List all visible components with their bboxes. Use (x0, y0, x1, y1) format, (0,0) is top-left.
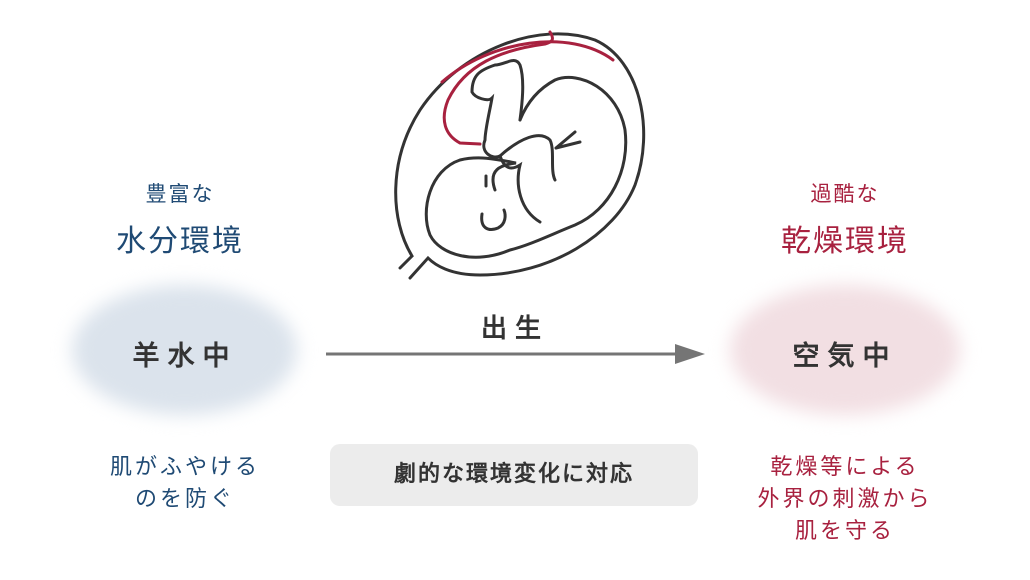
right-desc-line: 肌を守る (794, 519, 895, 544)
arrow-icon (326, 344, 705, 364)
left-subtitle: 豊富な (145, 182, 215, 206)
fetus-in-womb-illustration (394, 30, 646, 280)
right-desc-line: 乾燥等による (770, 455, 920, 480)
arrow-label: 出生 (480, 314, 549, 344)
amniotic-blob (72, 285, 297, 415)
right-subtitle: 過酷な (810, 182, 880, 206)
left-desc-line: 肌がふやける (109, 455, 260, 480)
right-center-label: 空気中 (792, 341, 898, 372)
bottom-badge: 劇的な環境変化に対応 (330, 444, 698, 506)
right-desc-line: 外界の刺激から (757, 487, 933, 512)
left-center-label: 羊水中 (132, 341, 238, 372)
air-blob (730, 285, 960, 415)
left-desc-line: のを防ぐ (134, 487, 235, 512)
left-title: 水分環境 (116, 224, 244, 259)
right-title: 乾燥環境 (781, 224, 909, 259)
